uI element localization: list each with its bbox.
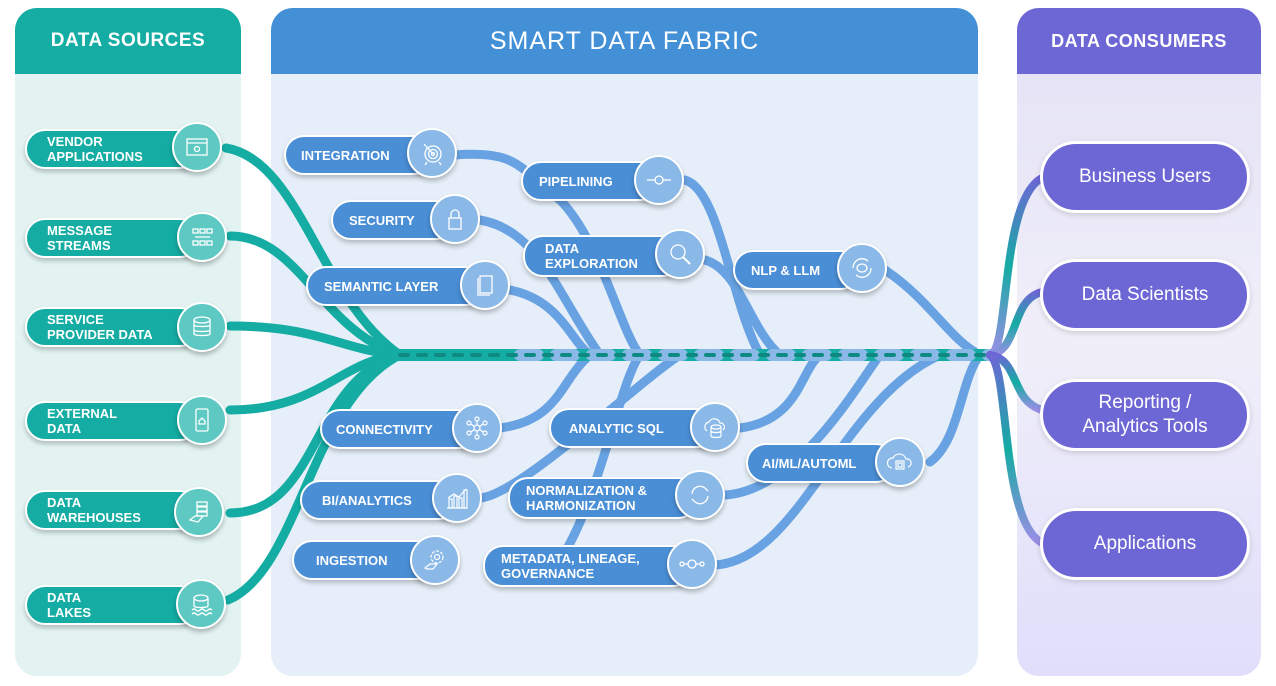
app-window-gear-icon: [172, 122, 222, 172]
refresh-icon: [675, 470, 725, 520]
network-hub-icon: [452, 403, 502, 453]
data-sources-title: DATA SOURCES: [15, 8, 241, 74]
consumer-applications[interactable]: Applications: [1040, 508, 1250, 580]
source-label: DATA LAKES: [47, 590, 92, 620]
magnifier-icon: [655, 229, 705, 279]
capability-label: PIPELINING: [539, 173, 613, 189]
capability-label: NLP & LLM: [751, 262, 821, 278]
capability-label: NORMALIZATION & HARMONIZATION: [526, 483, 648, 513]
capability-label: CONNECTIVITY: [336, 421, 433, 437]
source-label: EXTERNAL DATA: [47, 406, 118, 436]
capability-label: METADATA, LINEAGE, GOVERNANCE: [501, 551, 640, 581]
document-icon: [460, 260, 510, 310]
capability-label: ANALYTIC SQL: [569, 420, 664, 436]
data-consumers-title: DATA CONSUMERS: [1017, 8, 1261, 74]
mobile-home-icon: [177, 395, 227, 445]
capability-label: DATA EXPLORATION: [545, 241, 638, 271]
data-lake-icon: [176, 579, 226, 629]
source-label: VENDOR APPLICATIONS: [47, 134, 143, 164]
message-grid-icon: [177, 212, 227, 262]
consumer-label: Business Users: [1079, 166, 1211, 187]
chat-cycle-icon: [837, 243, 887, 293]
capability-label: AI/ML/AUTOML: [762, 455, 857, 471]
hand-gear-icon: [410, 535, 460, 585]
cloud-chip-icon: [875, 437, 925, 487]
source-flow-lines: [221, 143, 405, 605]
pipeline-node-icon: [634, 155, 684, 205]
database-icon: [177, 302, 227, 352]
cloud-database-icon: [690, 402, 740, 452]
capability-label: BI/ANALYTICS: [322, 492, 412, 508]
consumer-reporting-analytics-tools[interactable]: Reporting / Analytics Tools: [1040, 379, 1250, 451]
target-icon: [407, 128, 457, 178]
consumer-data-scientists[interactable]: Data Scientists: [1040, 259, 1250, 331]
consumer-label: Applications: [1093, 533, 1197, 554]
smart-data-fabric-title: SMART DATA FABRIC: [271, 8, 978, 74]
capability-label: INGESTION: [316, 552, 388, 568]
bar-chart-icon: [432, 473, 482, 523]
consumer-flow-lines: [986, 174, 1046, 547]
consumer-label: Reporting / Analytics Tools: [1082, 392, 1208, 437]
source-label: MESSAGE STREAMS: [47, 223, 113, 253]
source-label: DATA WAREHOUSES: [47, 495, 141, 525]
capability-label: SECURITY: [349, 212, 415, 228]
consumer-label: Data Scientists: [1081, 284, 1209, 305]
consumer-business-users[interactable]: Business Users: [1040, 141, 1250, 213]
capability-label: SEMANTIC LAYER: [324, 278, 439, 294]
source-label: SERVICE PROVIDER DATA: [47, 312, 153, 342]
server-hand-icon: [174, 487, 224, 537]
lineage-icon: [667, 539, 717, 589]
capability-label: INTEGRATION: [301, 147, 390, 163]
lock-icon: [430, 194, 480, 244]
